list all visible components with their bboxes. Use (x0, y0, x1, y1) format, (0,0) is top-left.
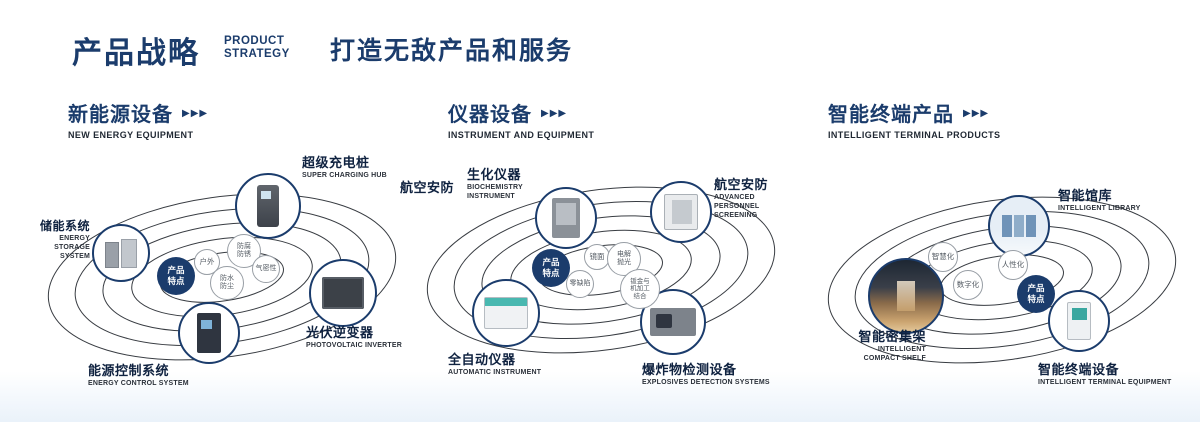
feature-badge: 产品特点 (532, 249, 570, 287)
product-label-photovoltaic-inverter: 光伏逆变器 PHOTOVOLTAIC INVERTER (306, 325, 402, 349)
section-subtitle: NEW ENERGY EQUIPMENT (68, 130, 194, 140)
section-header-instruments: 仪器设备 ▶▶▶ INSTRUMENT AND EQUIPMENT (448, 98, 594, 140)
product-label-energy-control: 能源控制系统 ENERGY CONTROL SYSTEM (88, 363, 189, 387)
feature-bubble: 智慧化 (928, 242, 958, 272)
section-subtitle: INTELLIGENT TERMINAL PRODUCTS (828, 130, 1001, 140)
feature-bubble: 防水防尘 (210, 266, 244, 300)
triple-arrow-icon: ▶▶▶ (182, 108, 209, 119)
charging-pile-photo (257, 185, 279, 227)
triple-arrow-icon: ▶▶▶ (963, 108, 990, 119)
feature-bubble: 电解抛光 (607, 242, 641, 276)
feature-badge: 产品特点 (157, 257, 195, 295)
intelligent-compact-shelf-photo (897, 281, 915, 311)
product-circle-personnel-screening (650, 181, 712, 243)
section-header-new-energy: 新能源设备 ▶▶▶ NEW ENERGY EQUIPMENT (68, 98, 208, 140)
feature-bubble: 零缺陷 (566, 270, 594, 298)
product-circle-photovoltaic-inverter (309, 259, 377, 327)
product-label-super-charging-hub: 超级充电桩 SUPER CHARGING HUB (302, 155, 387, 179)
intelligent-library-photo (1002, 215, 1036, 237)
triple-arrow-icon: ▶▶▶ (541, 108, 568, 119)
section-subtitle: INSTRUMENT AND EQUIPMENT (448, 130, 595, 140)
energy-control-photo (197, 313, 221, 353)
page-title: 产品战略 (72, 37, 200, 70)
photovoltaic-inverter-photo (322, 277, 364, 309)
product-circle-energy-control (178, 302, 240, 364)
biochemistry-instrument-photo (552, 198, 580, 238)
product-circle-biochemistry-instrument (535, 187, 597, 249)
product-label-personnel-screening: 航空安防 ADVANCED PERSONNEL SCREENING (714, 177, 769, 219)
feature-bubble: 钣金与机加工结合 (620, 269, 660, 309)
section-title: 智能终端产品 (828, 104, 954, 126)
product-label-intelligent-terminal: 智能终端设备 INTELLIGENT TERMINAL EQUIPMENT (1038, 362, 1172, 386)
automatic-instrument-photo (484, 297, 528, 329)
section-header-intelligent: 智能终端产品 ▶▶▶ INTELLIGENT TERMINAL PRODUCTS (828, 98, 1000, 140)
product-label-intelligent-library: 智能馆库 INTELLIGENT LIBRARY (1058, 188, 1141, 212)
intelligent-terminal-photo (1067, 302, 1091, 340)
page-subtitle: PRODUCT STRATEGY (224, 35, 290, 60)
side-label-aviation-security: 航空安防 (400, 180, 455, 195)
section-title: 仪器设备 (448, 104, 532, 126)
section-title: 新能源设备 (68, 104, 173, 126)
feature-bubble: 气密性 (252, 255, 280, 283)
product-circle-intelligent-library (988, 195, 1050, 257)
product-label-biochemistry-instrument: 生化仪器 BIOCHEMISTRY INSTRUMENT (467, 167, 523, 200)
product-label-automatic-instrument: 全自动仪器 AUTOMATIC INSTRUMENT (448, 352, 542, 376)
product-label-intelligent-compact-shelf: 智能密集架 INTELLIGENT COMPACT SHELF (858, 329, 926, 362)
product-circle-automatic-instrument (472, 279, 540, 347)
product-circle-intelligent-terminal (1048, 290, 1110, 352)
explosives-detection-photo (650, 308, 696, 336)
page-subtitle-bottom: STRATEGY (224, 47, 290, 60)
tagline: 打造无敌产品和服务 (330, 37, 574, 65)
product-label-energy-storage: 储能系统 ENERGY STORAGE SYSTEM (39, 219, 90, 260)
personnel-screening-photo (664, 194, 698, 230)
product-circle-super-charging-hub (235, 173, 301, 239)
product-circle-explosives-detection (640, 289, 706, 355)
feature-badge: 产品特点 (1017, 275, 1055, 313)
product-circle-energy-storage (92, 224, 150, 282)
energy-storage-photo (105, 238, 137, 268)
product-label-explosives-detection: 爆炸物检测设备 EXPLOSIVES DETECTION SYSTEMS (642, 362, 770, 386)
page-subtitle-top: PRODUCT (224, 35, 285, 47)
feature-bubble: 人性化 (998, 250, 1028, 280)
feature-bubble: 数字化 (953, 270, 983, 300)
product-circle-intelligent-compact-shelf (868, 258, 944, 334)
